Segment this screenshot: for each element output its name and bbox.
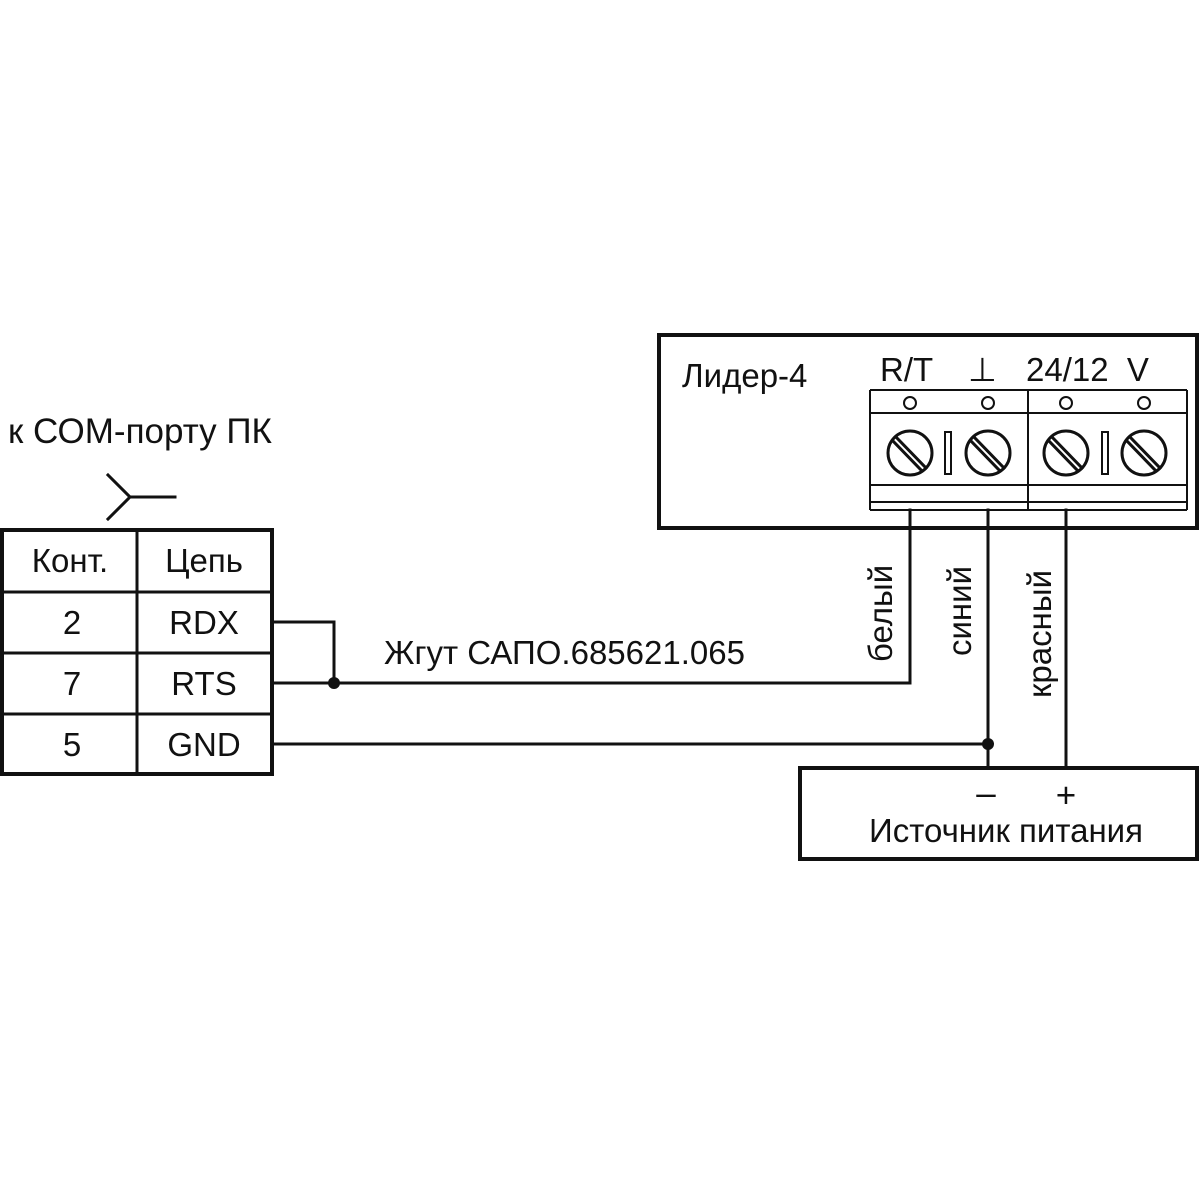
table-cell-signal: GND (167, 726, 240, 763)
table-cell-signal: RTS (171, 665, 236, 702)
device-box: Лидер-4 R/T ⊥ 24/12 V (657, 333, 1199, 530)
device-name: Лидер-4 (682, 357, 807, 394)
table-header-pin: Конт. (32, 542, 108, 579)
terminal-indicator-icon (981, 396, 995, 410)
screw-icon (964, 429, 1012, 477)
wires (270, 508, 1068, 770)
wire-label-red: красный (1021, 570, 1058, 698)
power-supply-name: Источник питания (869, 812, 1143, 849)
com-port-label: к СОМ-порту ПК (8, 412, 272, 451)
terminal-label-ground: ⊥ (968, 351, 997, 388)
junction-dot (328, 677, 340, 689)
power-supply-box: – + Источник питания (798, 766, 1199, 861)
junction-dot (982, 738, 994, 750)
table-cell-pin: 2 (63, 604, 81, 641)
power-minus-label: – (976, 774, 996, 813)
table-cell-signal: RDX (169, 604, 239, 641)
harness-label: Жгут САПО.685621.065 (384, 634, 745, 671)
terminal-separator (944, 431, 952, 475)
terminal-indicator-icon (1137, 396, 1151, 410)
terminal-separator (1101, 431, 1109, 475)
terminal-block (869, 389, 1188, 511)
table-cell-pin: 7 (63, 665, 81, 702)
screw-icon (886, 429, 934, 477)
screw-icon (1120, 429, 1168, 477)
power-plus-label: + (1056, 776, 1076, 815)
connector-symbol (105, 472, 177, 522)
terminal-indicator-icon (1059, 396, 1073, 410)
table-header-signal: Цепь (165, 542, 243, 579)
table-cell-pin: 5 (63, 726, 81, 763)
screw-icon (1042, 429, 1090, 477)
terminal-indicator-icon (903, 396, 917, 410)
terminal-label-rt: R/T (880, 351, 933, 388)
terminal-label-power: 24/12 V (1026, 351, 1149, 388)
wire-label-blue: синий (941, 566, 978, 656)
wire-label-white: белый (862, 565, 899, 662)
connector-table: Конт. Цепь 2 RDX 7 RTS 5 GND (0, 528, 274, 776)
